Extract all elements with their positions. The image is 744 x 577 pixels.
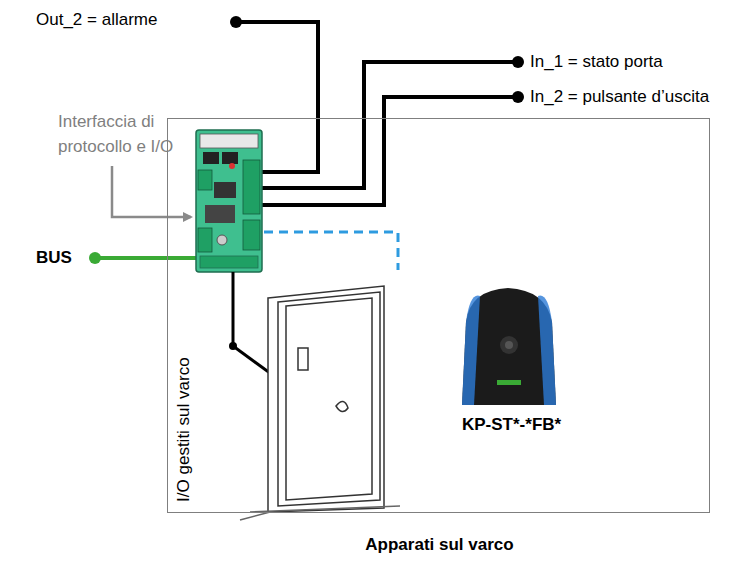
bus-wire: [95, 256, 196, 260]
vertical-label: I/O gestiti sul varco: [172, 357, 193, 502]
reader-link: [264, 232, 398, 270]
device-label: KP-ST*-*FB*: [462, 414, 561, 435]
leader-arrow: [112, 166, 191, 217]
signal-label: In_2 = pulsante d’uscita: [530, 86, 709, 107]
signal-label: In_1 = stato porta: [530, 51, 663, 72]
bus-dot: [89, 252, 101, 264]
enclosure-box: I/O gestiti sul varcoApparati sul varco: [167, 118, 710, 513]
terminal-dot: [512, 56, 524, 68]
terminal-dot: [512, 91, 524, 103]
interface-board: [196, 130, 262, 272]
signal-wire: [236, 22, 518, 205]
bus-label: BUS: [36, 247, 72, 268]
signal-label: Out_2 = allarme: [36, 9, 157, 30]
door: [240, 286, 400, 520]
lock-wire: [232, 272, 235, 346]
component-label: Interfaccia di protocollo e I/O: [58, 110, 196, 159]
terminal-dot: [230, 16, 242, 28]
caption: Apparati sul varco: [365, 534, 513, 555]
reader-device: [462, 288, 556, 405]
